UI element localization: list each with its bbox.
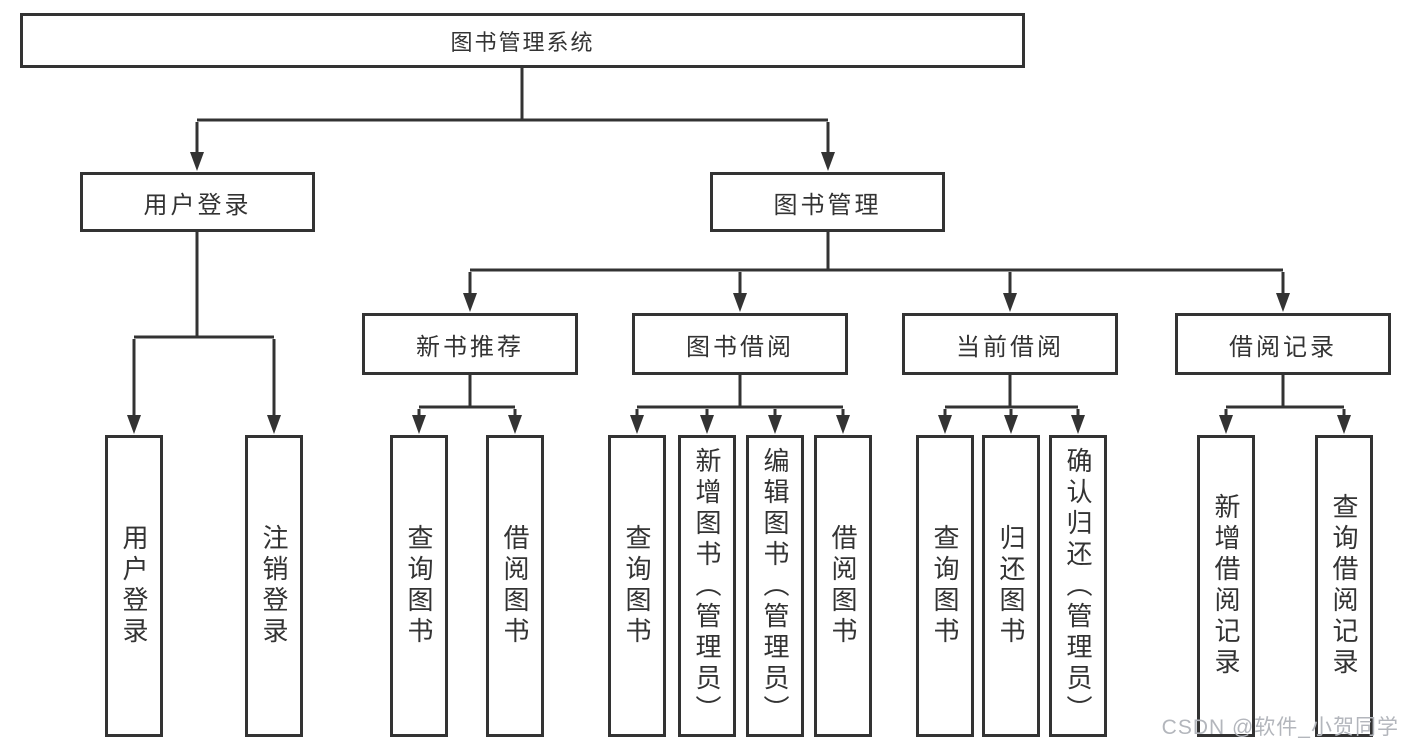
leaf-user-login: 用户登录: [105, 435, 163, 737]
leaf-borrow-books: 借阅图书: [814, 435, 872, 737]
leaf-query-books-borrow: 查询图书: [608, 435, 666, 737]
node-new-book-recommendation: 新书推荐: [362, 313, 578, 375]
node-current-borrowing: 当前借阅: [902, 313, 1118, 375]
watermark: CSDN @软件_小贺同学: [1161, 716, 1399, 739]
node-borrowing-records: 借阅记录: [1175, 313, 1391, 375]
node-book-management: 图书管理: [710, 172, 945, 232]
leaf-add-books-admin: 新增图书（管理员）: [678, 435, 736, 737]
leaf-query-books-recommend: 查询图书: [390, 435, 448, 737]
tree-branch-lines: [134, 66, 1344, 409]
leaf-logout: 注销登录: [245, 435, 303, 737]
leaf-confirm-return-admin: 确认归还（管理员）: [1049, 435, 1107, 737]
leaf-add-borrow-record: 新增借阅记录: [1197, 435, 1255, 737]
leaf-borrow-books-recommend: 借阅图书: [486, 435, 544, 737]
leaf-query-books-current: 查询图书: [916, 435, 974, 737]
node-user-login: 用户登录: [80, 172, 315, 232]
leaf-return-books: 归还图书: [982, 435, 1040, 737]
arrowhead-icons: [127, 152, 1351, 434]
node-library-management-system: 图书管理系统: [20, 13, 1025, 68]
leaf-edit-books-admin: 编辑图书（管理员）: [746, 435, 804, 737]
node-book-borrowing: 图书借阅: [632, 313, 848, 375]
leaf-query-borrow-record: 查询借阅记录: [1315, 435, 1373, 737]
